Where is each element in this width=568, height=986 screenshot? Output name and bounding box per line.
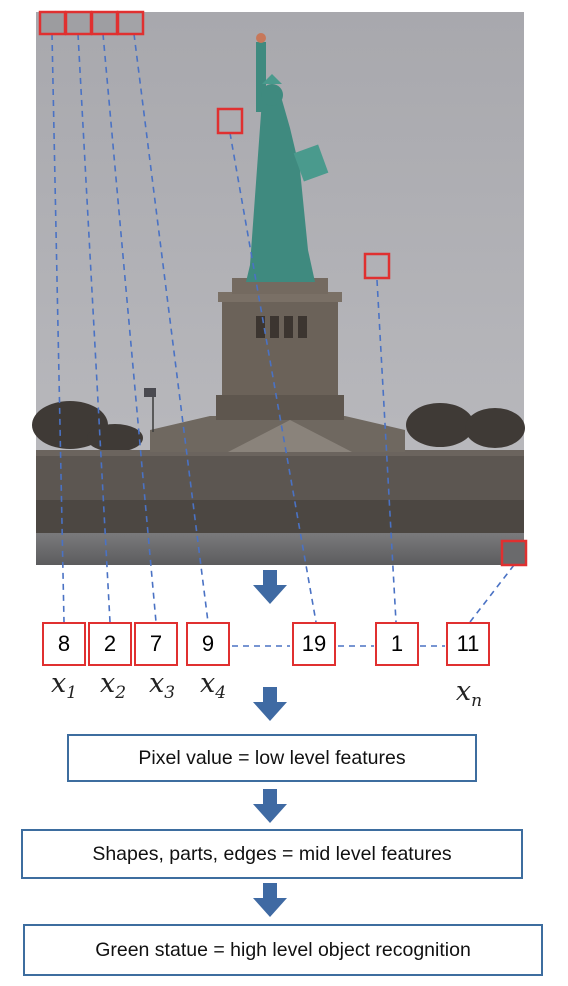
variable-label: x4 — [199, 668, 227, 703]
sample-pixel-4 — [116, 10, 145, 36]
pixel-value-cell: 1 — [375, 622, 419, 666]
trees — [32, 401, 525, 452]
pixel-value-cell: 9 — [186, 622, 230, 666]
pixel-value-cell: 8 — [42, 622, 86, 666]
statue — [246, 42, 329, 282]
pixel-value-cell: 19 — [292, 622, 336, 666]
down-arrow-icon — [253, 883, 287, 917]
high-level-recognition-box: Green statue = high level object recogni… — [23, 924, 543, 976]
connector-pixel-1 — [376, 279, 397, 623]
fort-wall — [36, 450, 524, 505]
water — [36, 533, 524, 565]
variable-label: x1 — [50, 668, 78, 703]
variable-label: xn — [455, 676, 483, 711]
low-level-features-box: Pixel value = low level features — [67, 734, 477, 782]
pixel-value-cell: 2 — [88, 622, 132, 666]
variable-label: x2 — [99, 668, 127, 703]
down-arrow-icon — [253, 570, 287, 604]
connector-lines — [51, 33, 515, 647]
pedestal — [216, 278, 344, 420]
sample-pixel-2 — [64, 10, 93, 36]
pixel-value-cell: 11 — [446, 622, 490, 666]
sample-pixel-statue — [216, 107, 244, 135]
sample-pixel-1 — [38, 10, 67, 36]
down-arrow-icon — [253, 687, 287, 721]
sample-pixel-3 — [90, 10, 119, 36]
sampled-pixels — [38, 10, 528, 567]
sample-pixel-corner — [500, 539, 528, 567]
down-arrows — [253, 570, 287, 917]
connector-pixel-11 — [469, 564, 515, 623]
statue-photo — [32, 12, 525, 565]
mid-level-features-box: Shapes, parts, edges = mid level feature… — [21, 829, 523, 879]
sample-pixel-sky — [363, 252, 391, 280]
torch-flame — [256, 33, 266, 43]
pixel-value-cell: 7 — [134, 622, 178, 666]
down-arrow-icon — [253, 789, 287, 823]
variable-label: x3 — [148, 668, 176, 703]
connector-pixel-19 — [229, 132, 317, 623]
